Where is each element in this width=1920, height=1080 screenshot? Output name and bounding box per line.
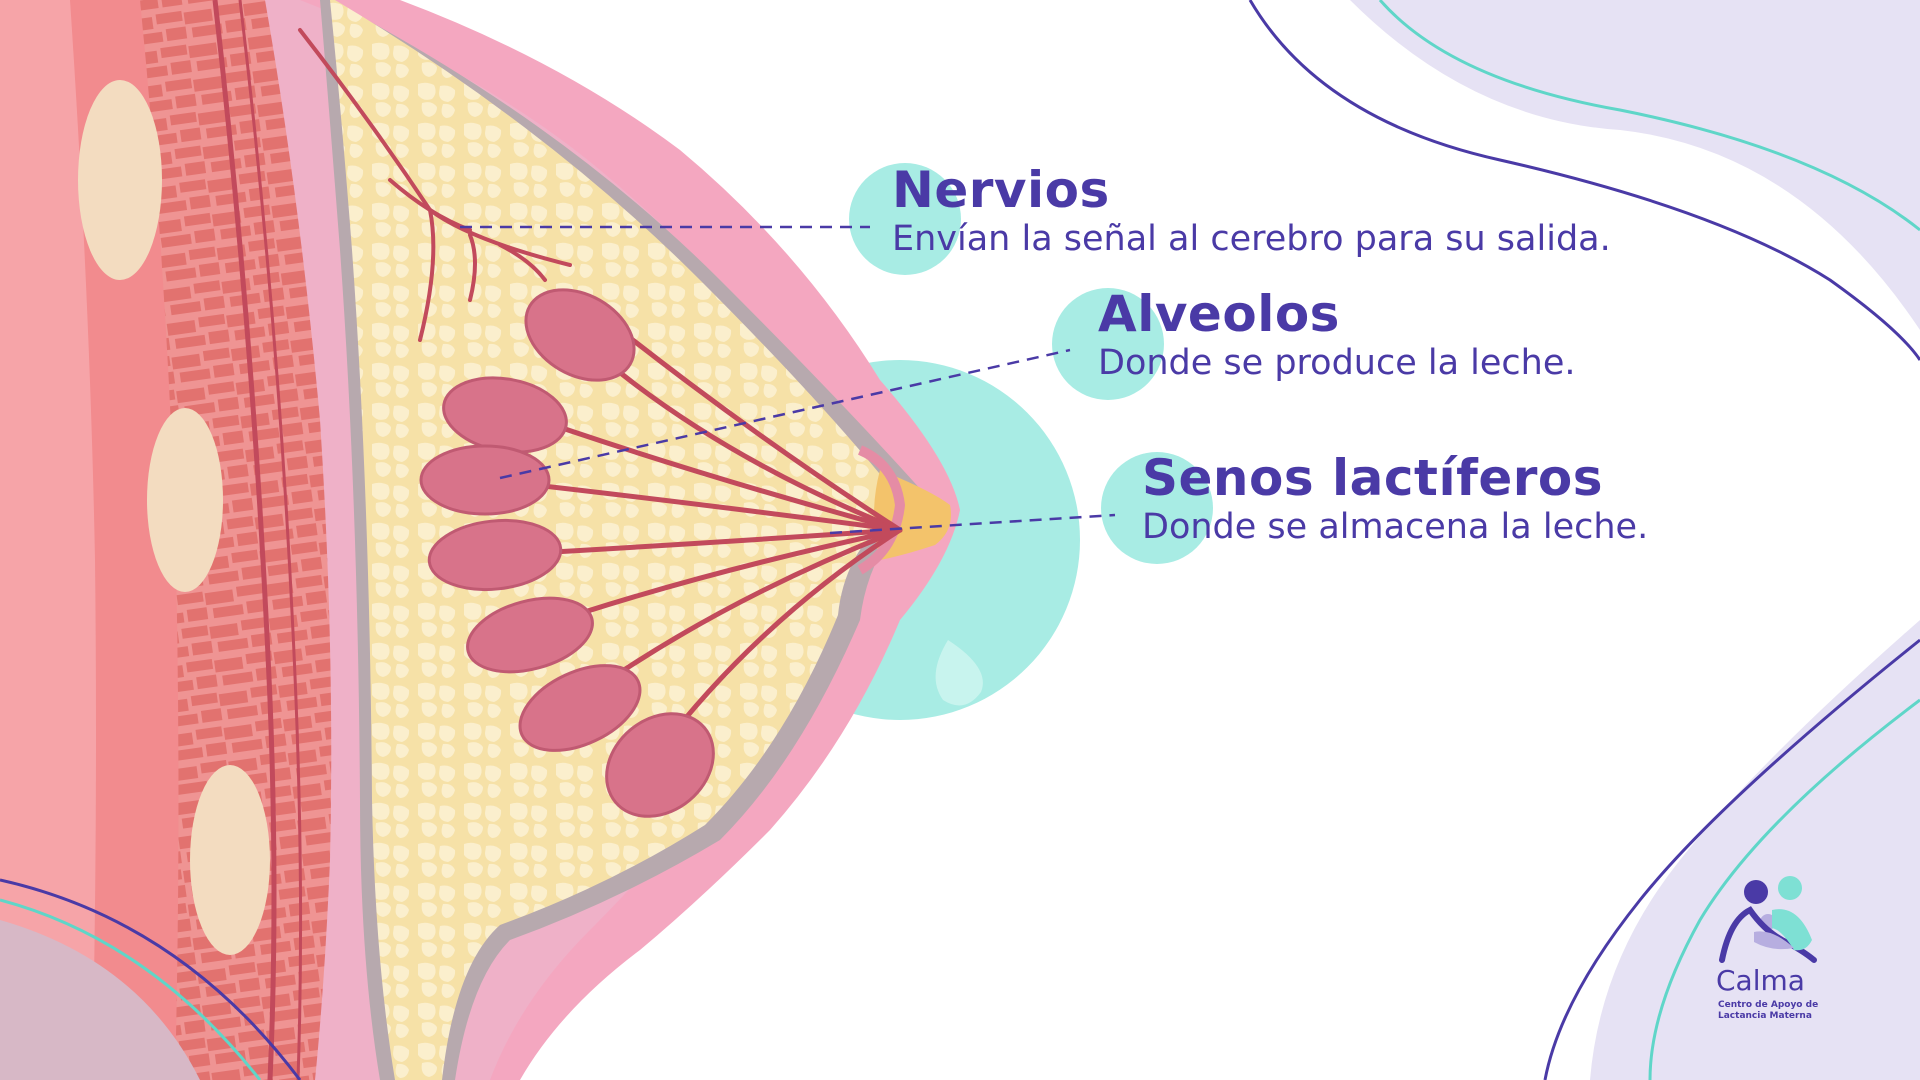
teal-circle-senos <box>1101 452 1213 564</box>
areola <box>857 445 906 575</box>
label-description: Envían la señal al cerebro para su salid… <box>892 219 1611 259</box>
label-senos-lactiferos: Senos lactíferos Donde se almacena la le… <box>1142 450 1648 548</box>
label-description: Donde se almacena la leche. <box>1142 507 1649 547</box>
teal-circle-nervios <box>849 163 961 275</box>
purple-curve-top <box>1248 0 1920 361</box>
vein-line <box>238 0 303 1080</box>
calma-logo-icon <box>1719 876 1817 963</box>
label-title: Nervios <box>892 161 1110 219</box>
label-title: Senos lactíferos <box>1142 449 1604 507</box>
teal-curve-top <box>1378 0 1920 232</box>
inner-band <box>0 0 96 1080</box>
label-nervios: Nervios Envían la señal al cerebro para … <box>892 162 1611 260</box>
teal-circle-alveolos <box>1052 288 1164 400</box>
leader-lines <box>460 225 1116 535</box>
teal-curve-bottom <box>1648 698 1920 1080</box>
lavender-shape-top <box>1350 0 1920 330</box>
label-description: Donde se produce la leche. <box>1098 343 1576 383</box>
logo-brand-name: Calma <box>1716 964 1805 997</box>
purple-curve-bottom <box>1543 638 1920 1080</box>
rib-3 <box>190 765 270 955</box>
logo-tagline: Centro de Apoyo de Lactancia Materna <box>1718 1000 1819 1021</box>
bottom-left-tint <box>0 920 200 1080</box>
alveoli-lobules <box>419 288 715 818</box>
leader-alveolos <box>499 348 1071 480</box>
artery-line <box>212 0 277 1080</box>
milk-drop-icon <box>935 640 983 706</box>
teal-curve-bottom-left <box>0 898 262 1080</box>
lavender-shape-bottom <box>1590 620 1920 1080</box>
calma-logo: Calma Centro de Apoyo de Lactancia Mater… <box>1702 870 1832 1030</box>
nerve-branches <box>298 28 572 342</box>
leader-senos <box>829 513 1116 535</box>
rib-2 <box>147 408 223 592</box>
label-alveolos: Alveolos Donde se produce la leche. <box>1098 286 1576 384</box>
label-title: Alveolos <box>1098 285 1340 343</box>
rib-1 <box>78 80 162 280</box>
purple-curve-bottom-left <box>0 878 302 1080</box>
